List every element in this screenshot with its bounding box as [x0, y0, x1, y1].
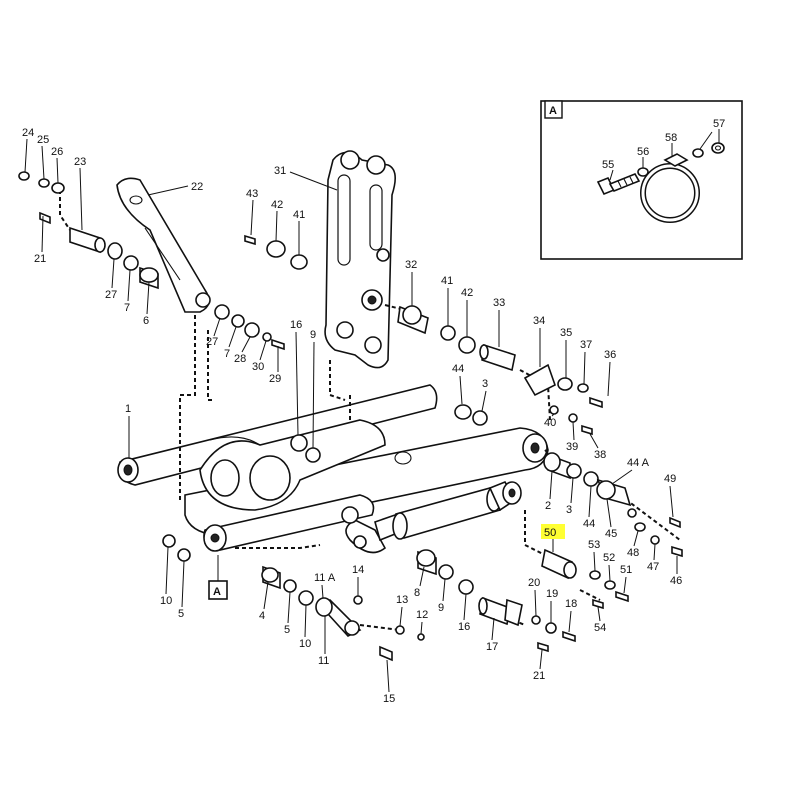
callout: 9 — [438, 602, 444, 614]
callout: 44 — [583, 518, 595, 530]
callout: 42 — [461, 287, 473, 299]
callout: 54 — [594, 622, 606, 634]
callout: 42 — [271, 199, 283, 211]
callout: 10 — [160, 595, 172, 607]
callout: 3 — [566, 504, 572, 516]
callout: 2 — [545, 500, 551, 512]
callout-55: 55 — [602, 159, 614, 171]
view-marker-a: A — [208, 555, 228, 600]
callout: 5 — [178, 608, 184, 620]
callout: 35 — [560, 327, 572, 339]
callout: 16 — [458, 621, 470, 633]
callout: 29 — [269, 373, 281, 385]
callout: 19 — [546, 588, 558, 600]
callout: 52 — [603, 552, 615, 564]
callout: 20 — [528, 577, 540, 589]
callout-labels: 24 25 26 23 21 22 27 7 6 27 7 28 30 29 4… — [22, 127, 682, 705]
callout: 43 — [246, 188, 258, 200]
callout: 11 — [318, 655, 329, 667]
callout: 18 — [565, 598, 577, 610]
hardware-parts — [18, 171, 683, 662]
callout-56: 56 — [637, 146, 649, 158]
callout: 1 — [125, 403, 131, 415]
callout: 12 — [416, 609, 428, 621]
callout: 11 A — [314, 572, 336, 584]
callout: 46 — [670, 575, 682, 587]
highlight-marker — [541, 524, 565, 539]
rocker-arm — [324, 150, 396, 369]
callout: 33 — [493, 297, 505, 309]
inset-label: A — [549, 105, 557, 117]
callout: 5 — [284, 624, 290, 636]
callout: 21 — [34, 253, 46, 265]
callout: 45 — [605, 528, 617, 540]
callout: 41 — [441, 275, 453, 287]
callout: 16 — [290, 319, 302, 331]
callout: 10 — [299, 638, 311, 650]
callout: 14 — [352, 564, 364, 576]
callout: 26 — [51, 146, 63, 158]
callout: 17 — [486, 641, 498, 653]
callout: 28 — [234, 353, 246, 365]
callout: 48 — [627, 547, 639, 559]
callout: 49 — [664, 473, 676, 485]
callout: 9 — [310, 329, 316, 341]
callout: 7 — [224, 348, 230, 360]
callout: 37 — [580, 339, 592, 351]
callout: 39 — [566, 441, 578, 453]
callout: 32 — [405, 259, 417, 271]
callout: 34 — [533, 315, 545, 327]
callout: 53 — [588, 539, 600, 551]
callout: 51 — [620, 564, 632, 576]
callout: 27 — [105, 289, 117, 301]
upper-link-arm — [116, 177, 211, 313]
callout: 6 — [143, 315, 149, 327]
callout: 3 — [482, 378, 488, 390]
boom-frame — [117, 384, 549, 552]
callout: 44 — [452, 363, 464, 375]
svg-text:A: A — [213, 586, 221, 598]
callout: 21 — [533, 670, 545, 682]
callout: 8 — [414, 587, 420, 599]
callout: 36 — [604, 349, 616, 361]
clamp-ring-icon — [640, 153, 700, 223]
callout: 22 — [191, 181, 203, 193]
bolt-icon — [596, 172, 641, 196]
nut-icon — [692, 142, 725, 158]
callout-57: 57 — [713, 118, 725, 130]
callout: 15 — [383, 693, 395, 705]
callout: 27 — [206, 336, 218, 348]
callout: 30 — [252, 361, 264, 373]
callout: 31 — [274, 165, 286, 177]
callout: 25 — [37, 134, 49, 146]
callout-58: 58 — [665, 132, 677, 144]
callout: 23 — [74, 156, 86, 168]
hydraulic-cylinder — [345, 480, 522, 554]
callout: 7 — [124, 302, 130, 314]
callout: 47 — [647, 561, 659, 573]
callout-highlighted: 50 — [544, 527, 556, 539]
callout: 38 — [594, 449, 606, 461]
callout: 4 — [259, 610, 265, 622]
callout: 40 — [544, 417, 556, 429]
inset-detail-a: A 55 56 58 57 — [540, 100, 743, 260]
callout: 13 — [396, 594, 408, 606]
callout: 24 — [22, 127, 34, 139]
callout: 41 — [293, 209, 305, 221]
callout: 44 A — [627, 457, 650, 469]
